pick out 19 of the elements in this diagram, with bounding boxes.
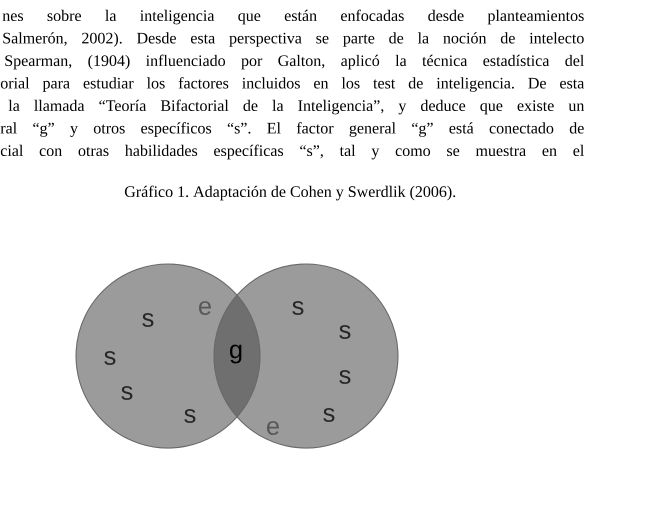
body-text-line: orial para estudiar los factores incluidos en los test de inteligencia. De esta <box>0 77 584 92</box>
body-text-line: nes sobre la inteligencia que están enfocadas desde planteamientos <box>2 10 584 24</box>
factor-letter: s <box>339 370 350 384</box>
body-text-line: Salmerón, 2002). Desde esta perspectiva se parte de la noción de intelecto <box>3 32 584 47</box>
figure-caption: Gráfico 1. Adaptación de Cohen y Swerdlik (2006). <box>124 186 456 200</box>
factor-letter: s <box>142 313 154 327</box>
factor-letter: s <box>339 325 350 339</box>
factor-letter: s <box>104 351 116 365</box>
factor-letter: s <box>184 409 196 423</box>
factor-letter: s <box>292 301 304 315</box>
factor-letter: e <box>199 301 211 315</box>
factor-letter: s <box>323 408 334 422</box>
body-text-line: ral “g” y otros específicos “s”. El factor general “g” está conectado de <box>0 122 584 137</box>
venn-overlap: g <box>213 294 261 418</box>
factor-letter: s <box>121 386 132 400</box>
body-text-line: cial con otras habilidades específicas “s”, tal y como se muestra en el <box>0 144 584 160</box>
body-text-line: Spearman, (1904) influenciado por Galton, aplicó la técnica estadística del <box>5 54 584 70</box>
factor-letter: e <box>267 421 279 435</box>
body-text-line: la llamada “Teoría Bifactorial de la Inteligencia”, y deduce que existe un <box>8 100 584 114</box>
